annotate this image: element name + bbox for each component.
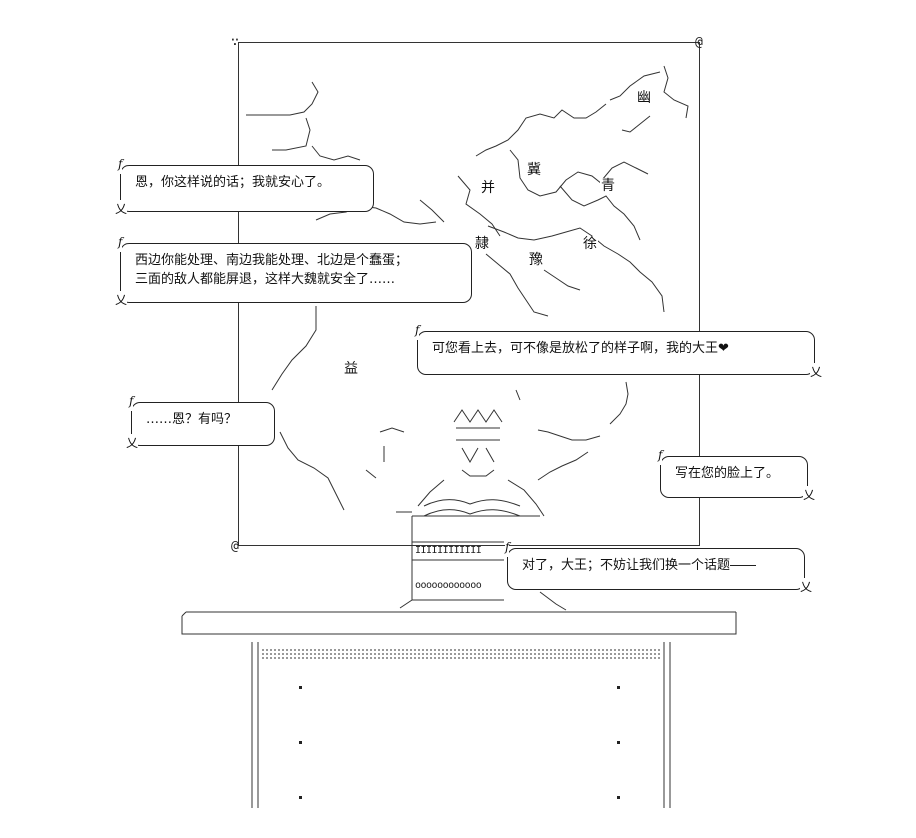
speech-bubble-1: f 恩，你这样说的话；我就安心了。 乂 xyxy=(115,155,374,219)
bubble-tail-mark: 乂 xyxy=(802,486,815,505)
map-border-bing xyxy=(457,175,501,237)
bubble-tail-mark: 乂 xyxy=(809,363,822,382)
bubble-tail-mark: 乂 xyxy=(799,578,812,597)
bubble-text-line: 写在您的脸上了。 xyxy=(675,466,780,481)
figure-face xyxy=(456,427,500,477)
region-label-yi: 益 xyxy=(343,361,359,377)
desk-knob xyxy=(299,741,302,744)
bubble-tail-mark: 乂 xyxy=(115,200,128,219)
desk-knob xyxy=(617,686,620,689)
figure-shoulders xyxy=(396,479,545,517)
bubble-corner-mark: f xyxy=(118,233,123,252)
bubble-corner-mark: f xyxy=(415,321,420,340)
region-label-qing: 青 xyxy=(600,178,616,194)
figure-robe-scarf xyxy=(423,499,521,517)
desk-panel-lines xyxy=(262,649,662,659)
region-label-xu: 徐 xyxy=(582,236,598,252)
desk-leg-left xyxy=(251,642,259,808)
region-label-li: 隷 xyxy=(474,236,490,252)
bubble-text-line: 恩，你这样说的话；我就安心了。 xyxy=(135,175,331,190)
figure-tile-row-bottom: oooooooooooo xyxy=(415,580,482,591)
region-label-you: 幽 xyxy=(636,90,652,106)
bubble-text-line: 西边你能处理、南边我能处理、北边是个蠢蛋； xyxy=(135,253,409,268)
bubble-corner-mark: f xyxy=(118,155,123,174)
bubble-corner-mark: f xyxy=(658,446,663,465)
speech-bubble-2: f 西边你能处理、南边我能处理、北边是个蠢蛋； 三面的敌人都能屏退，这样大魏就安… xyxy=(115,233,472,310)
map-border-qing xyxy=(559,185,641,241)
map-corner-top-right: @ xyxy=(695,35,703,50)
desk-knob xyxy=(617,741,620,744)
speech-bubble-5: f 写在您的脸上了。 乂 xyxy=(658,446,815,505)
bubble-text-line: 三面的敌人都能屏退，这样大魏就安全了…… xyxy=(135,272,396,287)
speech-bubble-3: f 可您看上去，可不像是放松了的样子啊，我的大王❤ 乂 xyxy=(415,321,822,382)
map-corner-top-left: ∵ xyxy=(231,35,239,50)
desk-knob xyxy=(299,796,302,799)
desk-knob xyxy=(299,686,302,689)
map-border-west-inner xyxy=(315,199,445,225)
speech-bubble-4: f ……恩？有吗？ 乂 xyxy=(126,392,275,453)
bubble-text-line: ……恩？有吗？ xyxy=(146,412,238,427)
desk-knob xyxy=(617,796,620,799)
map-border-yu xyxy=(485,253,581,317)
map-corner-bottom-left: @ xyxy=(231,539,239,554)
map-coast-southwest xyxy=(271,306,345,511)
bubble-tail-mark: 乂 xyxy=(126,434,139,453)
region-label-bing: 并 xyxy=(480,180,496,196)
map-border-ji xyxy=(509,149,649,197)
bubble-corner-mark: f xyxy=(129,392,134,411)
bubble-text-line: 可您看上去，可不像是放松了的样子啊，我的大王❤ xyxy=(432,341,729,356)
region-label-yu: 豫 xyxy=(528,252,544,268)
figure-body xyxy=(399,515,567,611)
bubble-tail-mark: 乂 xyxy=(115,291,128,310)
desk-leg-right xyxy=(663,642,671,808)
desk-top xyxy=(181,611,737,635)
region-label-ji: 冀 xyxy=(526,162,542,178)
speech-bubble-6: f 对了，大王；不妨让我们换一个话题―― 乂 xyxy=(505,538,812,597)
figure-crown xyxy=(453,409,503,423)
figure-tile-row-top: ΙΙΙΙΙΙΙΙΙΙΙΙ xyxy=(415,545,482,556)
map-coast-northeast xyxy=(475,65,689,157)
bubble-corner-mark: f xyxy=(505,538,510,557)
map-border-central xyxy=(487,225,665,313)
bubble-text-line: 对了，大王；不妨让我们换一个话题―― xyxy=(522,558,757,573)
map-river-south xyxy=(365,381,629,481)
map-coast-west xyxy=(246,81,361,161)
